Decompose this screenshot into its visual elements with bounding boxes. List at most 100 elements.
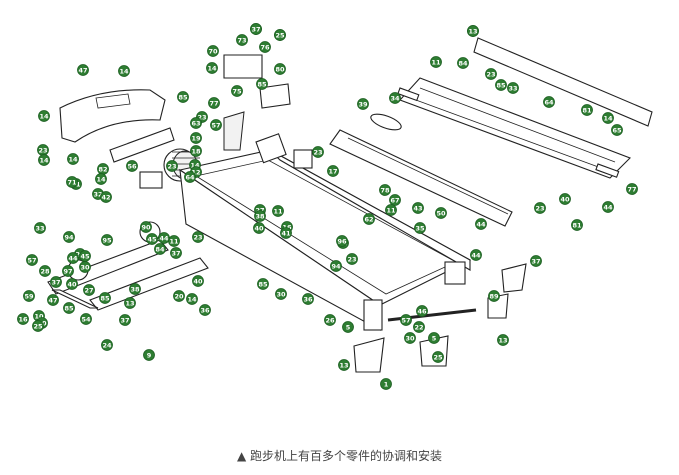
svg-text:78: 78: [380, 186, 390, 194]
svg-text:85: 85: [257, 80, 267, 88]
part-callout-46: 46: [416, 305, 428, 317]
svg-text:75: 75: [232, 87, 242, 95]
part-callout-40: 40: [559, 193, 571, 205]
part-callout-85: 85: [63, 302, 75, 314]
part-callout-23: 23: [485, 68, 497, 80]
svg-text:14: 14: [603, 114, 613, 122]
svg-text:33: 33: [35, 224, 44, 232]
svg-text:26: 26: [325, 316, 335, 324]
svg-text:14: 14: [119, 67, 129, 75]
part-callout-40: 40: [253, 222, 265, 234]
part-callout-16: 16: [17, 313, 29, 325]
part-callout-25: 25: [432, 351, 444, 363]
svg-text:30: 30: [80, 263, 90, 271]
part-callout-1: 1: [380, 378, 392, 390]
svg-text:40: 40: [67, 280, 77, 288]
part-callout-25: 25: [32, 320, 44, 332]
main-frame: [178, 133, 472, 331]
part-callout-14: 14: [186, 293, 198, 305]
part-callout-47: 47: [77, 64, 89, 76]
part-callout-84: 84: [154, 243, 166, 255]
part-callout-38: 38: [254, 210, 266, 222]
svg-text:32: 32: [93, 190, 102, 198]
svg-text:94: 94: [64, 233, 74, 241]
part-callout-23: 23: [166, 160, 178, 172]
svg-text:25: 25: [33, 322, 43, 330]
svg-text:85: 85: [258, 280, 268, 288]
part-callout-13: 13: [467, 25, 479, 37]
part-callout-9: 9: [143, 349, 155, 361]
svg-text:64: 64: [185, 173, 195, 181]
part-callout-37: 37: [170, 247, 182, 259]
svg-text:42: 42: [101, 193, 110, 201]
part-callout-77: 77: [626, 183, 638, 195]
part-callout-37: 37: [530, 255, 542, 267]
part-callout-13: 13: [497, 334, 509, 346]
drive-belt: [370, 113, 402, 131]
part-callout-85: 85: [256, 78, 268, 90]
svg-text:37: 37: [171, 249, 180, 257]
part-callout-36: 36: [302, 293, 314, 305]
part-callout-80: 80: [274, 63, 286, 75]
part-callout-14: 14: [206, 62, 218, 74]
svg-text:40: 40: [193, 277, 203, 285]
callout-layer: 6614797370761480118423853347141485753934…: [17, 23, 638, 390]
svg-text:65: 65: [612, 126, 622, 134]
part-callout-81: 81: [581, 104, 593, 116]
svg-text:85: 85: [100, 294, 110, 302]
part-callout-17: 17: [327, 165, 339, 177]
svg-text:33: 33: [508, 84, 517, 92]
svg-text:36: 36: [303, 295, 313, 303]
svg-text:18: 18: [191, 147, 201, 155]
part-callout-44: 44: [470, 249, 482, 261]
svg-text:57: 57: [211, 121, 220, 129]
svg-text:14: 14: [68, 155, 78, 163]
part-callout-41: 41: [280, 227, 292, 239]
part-callout-22: 22: [413, 321, 425, 333]
svg-text:44: 44: [471, 251, 481, 259]
svg-text:11: 11: [386, 206, 396, 214]
part-callout-63: 63: [190, 117, 202, 129]
svg-text:28: 28: [40, 267, 50, 275]
svg-text:37: 37: [531, 257, 540, 265]
part-callout-82: 82: [97, 163, 109, 175]
svg-text:46: 46: [417, 307, 427, 315]
svg-text:47: 47: [48, 296, 57, 304]
part-callout-85: 85: [99, 292, 111, 304]
svg-text:38: 38: [130, 285, 140, 293]
svg-text:11: 11: [273, 207, 283, 215]
part-callout-44: 44: [602, 201, 614, 213]
svg-text:35: 35: [415, 224, 425, 232]
svg-text:23: 23: [38, 146, 47, 154]
svg-text:23: 23: [486, 70, 495, 78]
svg-text:95: 95: [102, 236, 112, 244]
part-callout-14: 14: [95, 173, 107, 185]
part-callout-71: 71: [66, 176, 78, 188]
svg-text:14: 14: [187, 295, 197, 303]
svg-text:76: 76: [260, 43, 270, 51]
svg-text:50: 50: [436, 209, 446, 217]
part-callout-56: 56: [126, 160, 138, 172]
part-callout-85: 85: [177, 91, 189, 103]
part-callout-45: 45: [79, 250, 91, 262]
svg-text:16: 16: [18, 315, 28, 323]
part-callout-73: 73: [236, 34, 248, 46]
svg-text:23: 23: [347, 255, 356, 263]
svg-text:44: 44: [476, 220, 486, 228]
part-callout-13: 13: [124, 297, 136, 309]
svg-text:11: 11: [169, 237, 179, 245]
part-callout-84: 84: [457, 57, 469, 69]
svg-text:85: 85: [64, 304, 74, 312]
deck-board-top: [397, 37, 653, 179]
part-callout-13: 13: [338, 359, 350, 371]
svg-text:85: 85: [496, 81, 506, 89]
svg-text:24: 24: [102, 341, 112, 349]
svg-text:81: 81: [572, 221, 582, 229]
part-callout-23: 23: [312, 146, 324, 158]
motor-cover: [59, 89, 166, 143]
svg-text:90: 90: [141, 223, 151, 231]
svg-text:97: 97: [63, 267, 72, 275]
svg-text:47: 47: [78, 66, 87, 74]
svg-text:13: 13: [468, 27, 477, 35]
svg-text:80: 80: [275, 65, 285, 73]
